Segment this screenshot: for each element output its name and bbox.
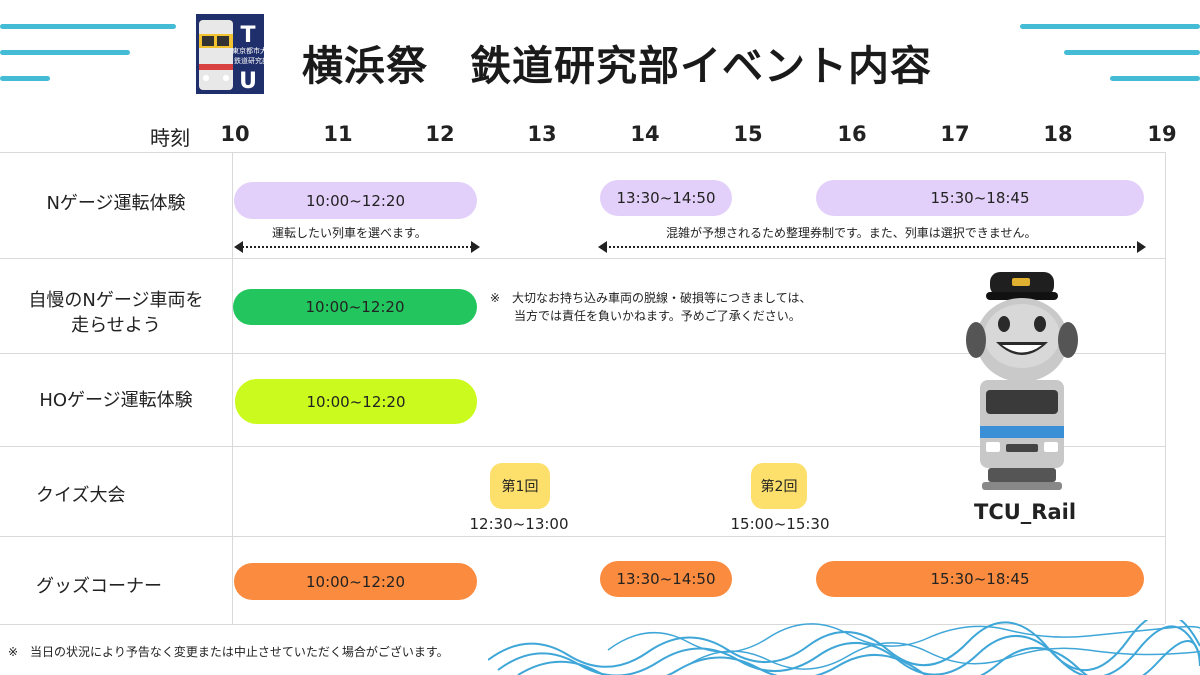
row-label-n-gauge: Nゲージ運転体験 bbox=[46, 193, 186, 214]
row-label-goods: グッズコーナー bbox=[36, 576, 162, 597]
quiz-round-1-badge: 第1回 bbox=[490, 463, 550, 509]
hour-label-18: 18 bbox=[1043, 122, 1073, 146]
n-gauge-slot-3: 15:30~18:45 bbox=[816, 180, 1144, 216]
row-label-own-n-gauge-line-1: 自慢のNゲージ車両を bbox=[28, 290, 204, 311]
arrow-right-icon bbox=[471, 241, 480, 253]
grid-line bbox=[0, 624, 1165, 625]
train-logo-icon: T U bbox=[196, 14, 264, 94]
hour-label-17: 17 bbox=[940, 122, 970, 146]
n-gauge-span-arrow-2 bbox=[598, 241, 1146, 253]
hour-label-11: 11 bbox=[323, 122, 353, 146]
grid-line-vertical bbox=[232, 152, 233, 624]
goods-slot-2: 13:30~14:50 bbox=[600, 561, 732, 597]
hour-label-14: 14 bbox=[630, 122, 660, 146]
hour-label-10: 10 bbox=[220, 122, 250, 146]
wave-decoration-icon bbox=[488, 620, 1200, 675]
own-n-gauge-note-line-1: ※ 大切なお持ち込み車両の脱線・破損等につきましては、 bbox=[490, 291, 812, 305]
grid-line bbox=[0, 152, 1165, 153]
decor-line-left-3 bbox=[0, 76, 50, 81]
row-label-quiz: クイズ大会 bbox=[36, 485, 126, 506]
grid-line bbox=[0, 353, 1165, 354]
quiz-round-2-time: 15:00~15:30 bbox=[730, 515, 830, 533]
quiz-round-1-time: 12:30~13:00 bbox=[469, 515, 569, 533]
logo-text-top: 東京都市大学 bbox=[232, 47, 264, 55]
hour-label-16: 16 bbox=[837, 122, 867, 146]
svg-text:T: T bbox=[240, 23, 255, 48]
goods-slot-3: 15:30~18:45 bbox=[816, 561, 1144, 597]
train-conductor-mascot-icon bbox=[962, 268, 1080, 494]
quiz-round-2-badge: 第2回 bbox=[751, 463, 807, 509]
n-gauge-slot-1: 10:00~12:20 bbox=[234, 182, 477, 219]
own-n-gauge-note-line-2: 当方では責任を負いかねます。予めご了承ください。 bbox=[490, 309, 801, 323]
time-column-label: 時刻 bbox=[150, 126, 190, 150]
arrow-right-icon bbox=[1137, 241, 1146, 253]
grid-line bbox=[0, 258, 1165, 259]
grid-line-vertical bbox=[1165, 152, 1166, 624]
hour-label-15: 15 bbox=[733, 122, 763, 146]
mascot-name-label: TCU_Rail bbox=[974, 500, 1077, 524]
n-gauge-span-arrow-1 bbox=[234, 241, 480, 253]
n-gauge-slot-2: 13:30~14:50 bbox=[600, 180, 732, 216]
decor-line-right-3 bbox=[1110, 76, 1200, 81]
hour-label-19: 19 bbox=[1147, 122, 1177, 146]
decor-line-right-1 bbox=[1020, 24, 1200, 29]
footnote: ※ 当日の状況により予告なく変更または中止させていただく場合がございます。 bbox=[8, 645, 449, 659]
ho-gauge-slot-1: 10:00~12:20 bbox=[235, 379, 477, 424]
n-gauge-note-1: 運転したい列車を選べます。 bbox=[272, 226, 427, 240]
own-n-gauge-slot-1: 10:00~12:20 bbox=[233, 289, 477, 325]
page-title: 横浜祭 鉄道研究部イベント内容 bbox=[302, 42, 932, 90]
arrow-left-icon bbox=[598, 241, 607, 253]
goods-slot-1: 10:00~12:20 bbox=[234, 563, 477, 600]
arrow-left-icon bbox=[234, 241, 243, 253]
hour-label-12: 12 bbox=[425, 122, 455, 146]
logo-text-bottom: 鉄道研究部 bbox=[234, 57, 264, 65]
row-label-ho-gauge: HOゲージ運転体験 bbox=[39, 390, 193, 411]
grid-line bbox=[0, 446, 1165, 447]
decor-line-left-1 bbox=[0, 24, 176, 29]
club-logo: T U 東京都市大学 鉄道研究部 bbox=[196, 14, 264, 94]
svg-text:U: U bbox=[239, 69, 257, 94]
hour-label-13: 13 bbox=[527, 122, 557, 146]
n-gauge-note-2: 混雑が予想されるため整理券制です。また、列車は選択できません。 bbox=[666, 226, 1037, 240]
grid-line bbox=[0, 536, 1165, 537]
decor-line-left-2 bbox=[0, 50, 130, 55]
row-label-own-n-gauge-line-2: 走らせよう bbox=[71, 315, 161, 336]
decor-line-right-2 bbox=[1064, 50, 1200, 55]
